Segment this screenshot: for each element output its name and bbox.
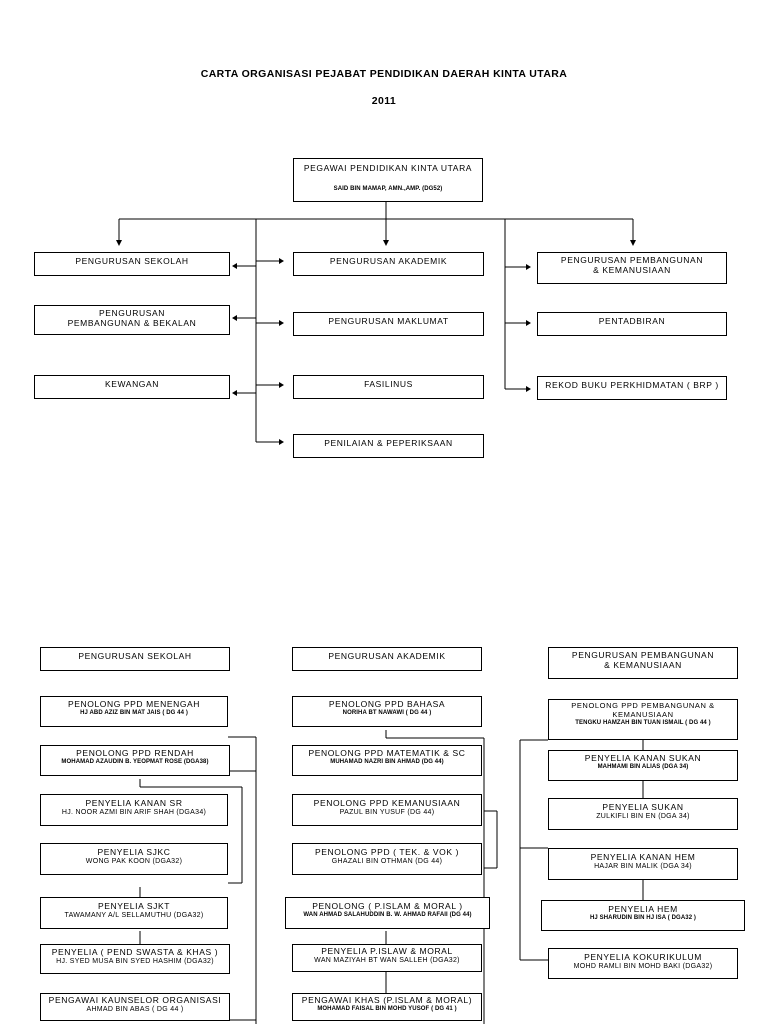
left-unit-box: PENGURUSAN SEKOLAH — [34, 252, 230, 276]
middle-unit-label: PENILAIAN & PEPERIKSAAN — [324, 438, 453, 448]
staff-name: HAJAR BIN MALIK (DGA 34) — [594, 863, 692, 870]
staff-name: WAN AHMAD SALAHUDDIN B. W. AHMAD RAFAII … — [303, 912, 472, 918]
staff-name: ZULKIFLI BIN EN (DGA 34) — [596, 813, 690, 820]
right-unit-label: PENGURUSAN PEMBANGUNAN & KEMANUSIAAN — [560, 255, 704, 275]
staff-title: PENYELIA ( PEND SWASTA & KHAS ) — [51, 947, 219, 957]
left-unit-box: KEWANGAN — [34, 375, 230, 399]
staff-title: PENYELIA SJKT — [97, 901, 171, 911]
staff-name: AHMAD BIN ABAS ( DG 44 ) — [86, 1006, 184, 1013]
left-unit-label: PENGURUSAN SEKOLAH — [75, 256, 189, 266]
right-unit-box: REKOD BUKU PERKHIDMATAN ( BRP ) — [537, 376, 727, 400]
right-unit-box: PENTADBIRAN — [537, 312, 727, 336]
staff-box: PENYELIA HEM HJ SHARUDIN BIN HJ ISA ( DG… — [541, 900, 745, 931]
staff-box: PENYELIA SJKC WONG PAK KOON (DGA32) — [40, 843, 228, 875]
col1-header: PENGURUSAN SEKOLAH — [40, 647, 230, 671]
staff-title: PENOLONG PPD PEMBANGUNAN & KEMANUSIAAN — [571, 701, 715, 719]
head-box: PEGAWAI PENDIDIKAN KINTA UTARA SAID BIN … — [293, 158, 483, 202]
staff-title: PENYELIA KANAN SR — [85, 798, 183, 808]
left-unit-box: PENGURUSAN PEMBANGUNAN & BEKALAN — [34, 305, 230, 335]
staff-title: PENOLONG PPD MENENGAH — [67, 699, 201, 709]
staff-box: PENGAWAI KAUNSELOR ORGANISASI AHMAD BIN … — [40, 993, 230, 1021]
middle-unit-label: PENGURUSAN MAKLUMAT — [328, 316, 449, 326]
col3-header: PENGURUSAN PEMBANGUNAN & KEMANUSIAAN — [548, 647, 738, 679]
staff-name: TENGKU HAMZAH BIN TUAN ISMAIL ( DG 44 ) — [575, 720, 711, 726]
staff-box: PENOLONG PPD ( TEK. & VOK ) GHAZALI BIN … — [292, 843, 482, 875]
middle-unit-label: PENGURUSAN AKADEMIK — [329, 256, 448, 266]
staff-name: HJ SHARUDIN BIN HJ ISA ( DGA32 ) — [590, 915, 696, 921]
staff-name: HJ ABD AZIZ BIN MAT JAIS ( DG 44 ) — [80, 710, 188, 716]
staff-name: MUHAMAD NAZRI BIN AHMAD (DG 44) — [330, 759, 444, 765]
head-name: SAID BIN MAMAP, AMN.,AMP. (DG52) — [333, 186, 443, 192]
staff-box: PENOLONG PPD BAHASA NORIHA BT NAWAWI ( D… — [292, 696, 482, 727]
staff-box: PENOLONG PPD KEMANUSIAAN PAZUL BIN YUSUF… — [292, 794, 482, 826]
staff-title: PENOLONG PPD KEMANUSIAAN — [313, 798, 461, 808]
staff-name: TAWAMANY A/L SELLAMUTHU (DGA32) — [64, 912, 204, 919]
middle-unit-label: FASILINUS — [364, 379, 413, 389]
staff-name: NORIHA BT NAWAWI ( DG 44 ) — [342, 710, 432, 716]
staff-name: WAN MAZIYAH BT WAN SALLEH (DGA32) — [314, 957, 460, 964]
col2-header-label: PENGURUSAN AKADEMIK — [328, 651, 446, 661]
right-unit-label: REKOD BUKU PERKHIDMATAN ( BRP ) — [545, 380, 719, 390]
staff-name: PAZUL BIN YUSUF (DG 44) — [339, 809, 435, 816]
staff-box: PENYELIA ( PEND SWASTA & KHAS ) HJ. SYED… — [40, 944, 230, 974]
staff-box: PENOLONG PPD RENDAH MOHAMAD AZAUDIN B. Y… — [40, 745, 230, 776]
staff-name: MOHAMAD FAISAL BIN MOHD YUSOF ( DG 41 ) — [317, 1006, 457, 1012]
staff-title: PENOLONG ( P.ISLAM & MORAL ) — [312, 901, 463, 911]
staff-title: PENYELIA P.ISLAW & MORAL — [321, 946, 453, 956]
left-unit-label: PENGURUSAN PEMBANGUNAN & BEKALAN — [67, 308, 197, 328]
col2-header: PENGURUSAN AKADEMIK — [292, 647, 482, 671]
staff-box: PENYELIA KANAN SUKAN MAHMAMI BIN ALIAS (… — [548, 750, 738, 781]
staff-title: PENYELIA KANAN HEM — [590, 852, 696, 862]
staff-box: PENYELIA SUKAN ZULKIFLI BIN EN (DGA 34) — [548, 798, 738, 830]
head-title: PEGAWAI PENDIDIKAN KINTA UTARA — [303, 163, 473, 173]
staff-box: PENOLONG PPD MATEMATIK & SC MUHAMAD NAZR… — [292, 745, 482, 776]
staff-title: PENGAWAI KAUNSELOR ORGANISASI — [48, 995, 222, 1005]
staff-title: PENGAWAI KHAS (P.ISLAM & MORAL) — [301, 995, 473, 1005]
staff-name: HJ. SYED MUSA BIN SYED HASHIM (DGA32) — [56, 958, 214, 965]
staff-box: PENYELIA SJKT TAWAMANY A/L SELLAMUTHU (D… — [40, 897, 228, 929]
middle-unit-box: PENILAIAN & PEPERIKSAAN — [293, 434, 484, 458]
staff-title: PENOLONG PPD ( TEK. & VOK ) — [314, 847, 460, 857]
staff-title: PENYELIA SJKC — [97, 847, 171, 857]
staff-title: PENOLONG PPD RENDAH — [76, 748, 194, 758]
staff-title: PENYELIA KANAN SUKAN — [584, 753, 702, 763]
staff-box: PENGAWAI KHAS (P.ISLAM & MORAL) MOHAMAD … — [292, 993, 482, 1021]
staff-box: PENYELIA P.ISLAW & MORAL WAN MAZIYAH BT … — [292, 944, 482, 972]
col3-header-label: PENGURUSAN PEMBANGUNAN & KEMANUSIAAN — [571, 650, 715, 670]
staff-title: PENOLONG PPD MATEMATIK & SC — [308, 748, 466, 758]
staff-name: GHAZALI BIN OTHMAN (DG 44) — [331, 858, 443, 865]
staff-title: PENOLONG PPD BAHASA — [328, 699, 446, 709]
staff-name: HJ. NOOR AZMI BIN ARIF SHAH (DGA34) — [61, 809, 207, 816]
middle-unit-box: FASILINUS — [293, 375, 484, 399]
staff-name: MOHD RAMLI BIN MOHD BAKI (DGA32) — [573, 963, 713, 970]
col1-header-label: PENGURUSAN SEKOLAH — [78, 651, 192, 661]
staff-title: PENYELIA SUKAN — [602, 802, 684, 812]
middle-unit-box: PENGURUSAN MAKLUMAT — [293, 312, 484, 336]
middle-unit-box: PENGURUSAN AKADEMIK — [293, 252, 484, 276]
staff-box: PENYELIA KOKURIKULUM MOHD RAMLI BIN MOHD… — [548, 948, 738, 979]
chart-title: CARTA ORGANISASI PEJABAT PENDIDIKAN DAER… — [200, 68, 568, 80]
staff-title: PENYELIA HEM — [608, 904, 678, 914]
staff-title: PENYELIA KOKURIKULUM — [584, 952, 702, 962]
staff-name: MOHAMAD AZAUDIN B. YEOPMAT ROSE (DGA38) — [61, 759, 209, 765]
chart-year: 2011 — [371, 95, 397, 107]
left-unit-label: KEWANGAN — [104, 379, 160, 389]
staff-box: PENYELIA KANAN HEM HAJAR BIN MALIK (DGA … — [548, 848, 738, 880]
right-unit-label: PENTADBIRAN — [598, 316, 666, 326]
staff-box: PENOLONG PPD PEMBANGUNAN & KEMANUSIAAN T… — [548, 699, 738, 740]
staff-name: WONG PAK KOON (DGA32) — [85, 858, 183, 865]
right-unit-box: PENGURUSAN PEMBANGUNAN & KEMANUSIAAN — [537, 252, 727, 284]
staff-box: PENOLONG PPD MENENGAH HJ ABD AZIZ BIN MA… — [40, 696, 228, 727]
staff-name: MAHMAMI BIN ALIAS (DGA 34) — [597, 764, 689, 770]
staff-box: PENOLONG ( P.ISLAM & MORAL ) WAN AHMAD S… — [285, 897, 490, 929]
staff-box: PENYELIA KANAN SR HJ. NOOR AZMI BIN ARIF… — [40, 794, 228, 826]
